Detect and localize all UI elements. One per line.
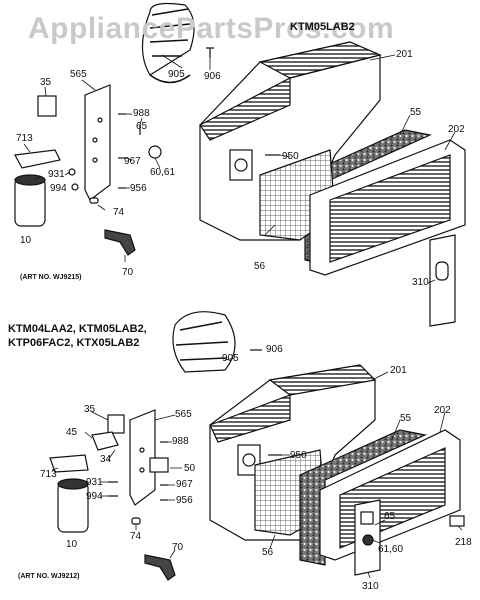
- label-10-b: 10: [66, 539, 78, 550]
- top-diagram: [14, 2, 466, 327]
- bracket-713-b: [49, 454, 89, 473]
- fan-shroud-905: [141, 2, 195, 84]
- label-35: 35: [40, 77, 52, 88]
- part-45: [91, 431, 119, 451]
- part-218: [449, 515, 465, 527]
- switch-35-b: [107, 414, 125, 434]
- grommet-74-b: [131, 517, 141, 525]
- screw-994: [71, 183, 79, 191]
- control-panel-310: [429, 234, 456, 327]
- label-565-b: 565: [175, 409, 192, 420]
- label-994: 994: [50, 183, 67, 194]
- label-74: 74: [113, 207, 125, 218]
- label-65: 65: [136, 121, 148, 132]
- label-34-b: 34: [100, 454, 112, 465]
- label-55: 55: [410, 107, 422, 118]
- filter-55-b: [299, 429, 427, 566]
- label-55-b: 55: [400, 413, 412, 424]
- control-bracket-565-b: [129, 409, 156, 506]
- fan-shroud-905-b: [172, 311, 236, 373]
- label-713: 713: [16, 133, 33, 144]
- label-202: 202: [448, 124, 465, 135]
- nut-931: [68, 168, 76, 176]
- grommet-74: [89, 197, 99, 204]
- screw-906: [206, 47, 214, 58]
- label-310-b: 310: [362, 581, 379, 592]
- bottom-art-number: (ART NO. WJ9212): [18, 573, 80, 580]
- label-70-b: 70: [172, 542, 184, 553]
- capacitor-10: [14, 174, 46, 227]
- leader-lines-bottom: [51, 357, 463, 579]
- label-906: 906: [204, 71, 221, 82]
- label-950: 950: [282, 151, 299, 162]
- bracket-713: [14, 149, 61, 169]
- label-10: 10: [20, 235, 32, 246]
- label-988-b: 988: [172, 436, 189, 447]
- label-56-b: 56: [262, 547, 274, 558]
- cabinet-201-b: [209, 364, 377, 541]
- label-994-b: 994: [86, 491, 103, 502]
- front-panel-202: [309, 139, 466, 276]
- label-65-b: 65: [384, 511, 396, 522]
- top-art-number: (ART NO. WJ9215): [20, 274, 82, 281]
- bottom-diagram: [49, 311, 465, 581]
- cabinet-201: [199, 41, 382, 241]
- label-45-b: 45: [66, 427, 78, 438]
- label-74-b: 74: [130, 531, 142, 542]
- lever-70: [104, 229, 136, 256]
- label-565: 565: [70, 69, 87, 80]
- label-967-b: 967: [176, 479, 193, 490]
- label-61-60-b: 61,60: [378, 544, 404, 555]
- label-931: 931: [48, 169, 65, 180]
- label-70: 70: [122, 267, 134, 278]
- label-967: 967: [124, 156, 141, 167]
- label-956: 956: [130, 183, 147, 194]
- label-956-b: 956: [176, 495, 193, 506]
- knob-60-61: [148, 145, 162, 159]
- leader-lines-top: [23, 54, 456, 284]
- label-202-b: 202: [434, 405, 451, 416]
- control-panel-310-b: [354, 499, 381, 576]
- label-906-b: 906: [266, 344, 283, 355]
- label-35-b: 35: [84, 404, 96, 415]
- label-988: 988: [133, 108, 150, 119]
- label-218-b: 218: [455, 537, 472, 548]
- label-201-b: 201: [390, 365, 407, 376]
- label-931-b: 931: [86, 477, 103, 488]
- switch-35: [37, 95, 57, 117]
- part-50: [149, 457, 169, 473]
- watermark: AppliancePartsPros.com: [28, 12, 395, 45]
- label-56: 56: [254, 261, 266, 272]
- control-bracket-565: [84, 84, 111, 201]
- bottom-models-line2: KTP06FAC2, KTX05LAB2: [8, 337, 140, 349]
- lever-70-b: [144, 554, 176, 581]
- label-60-61: 60,61: [150, 167, 176, 178]
- capacitor-10-b: [57, 478, 89, 533]
- label-50-b: 50: [184, 463, 196, 474]
- label-950-b: 950: [290, 450, 307, 461]
- label-713-b: 713: [40, 469, 57, 480]
- label-905-b: 905: [222, 353, 239, 364]
- top-model-title: KTM05LAB2: [290, 21, 355, 33]
- label-310: 310: [412, 277, 429, 288]
- label-201: 201: [396, 49, 413, 60]
- bottom-models-line1: KTM04LAA2, KTM05LAB2,: [8, 323, 147, 335]
- label-905: 905: [168, 69, 185, 80]
